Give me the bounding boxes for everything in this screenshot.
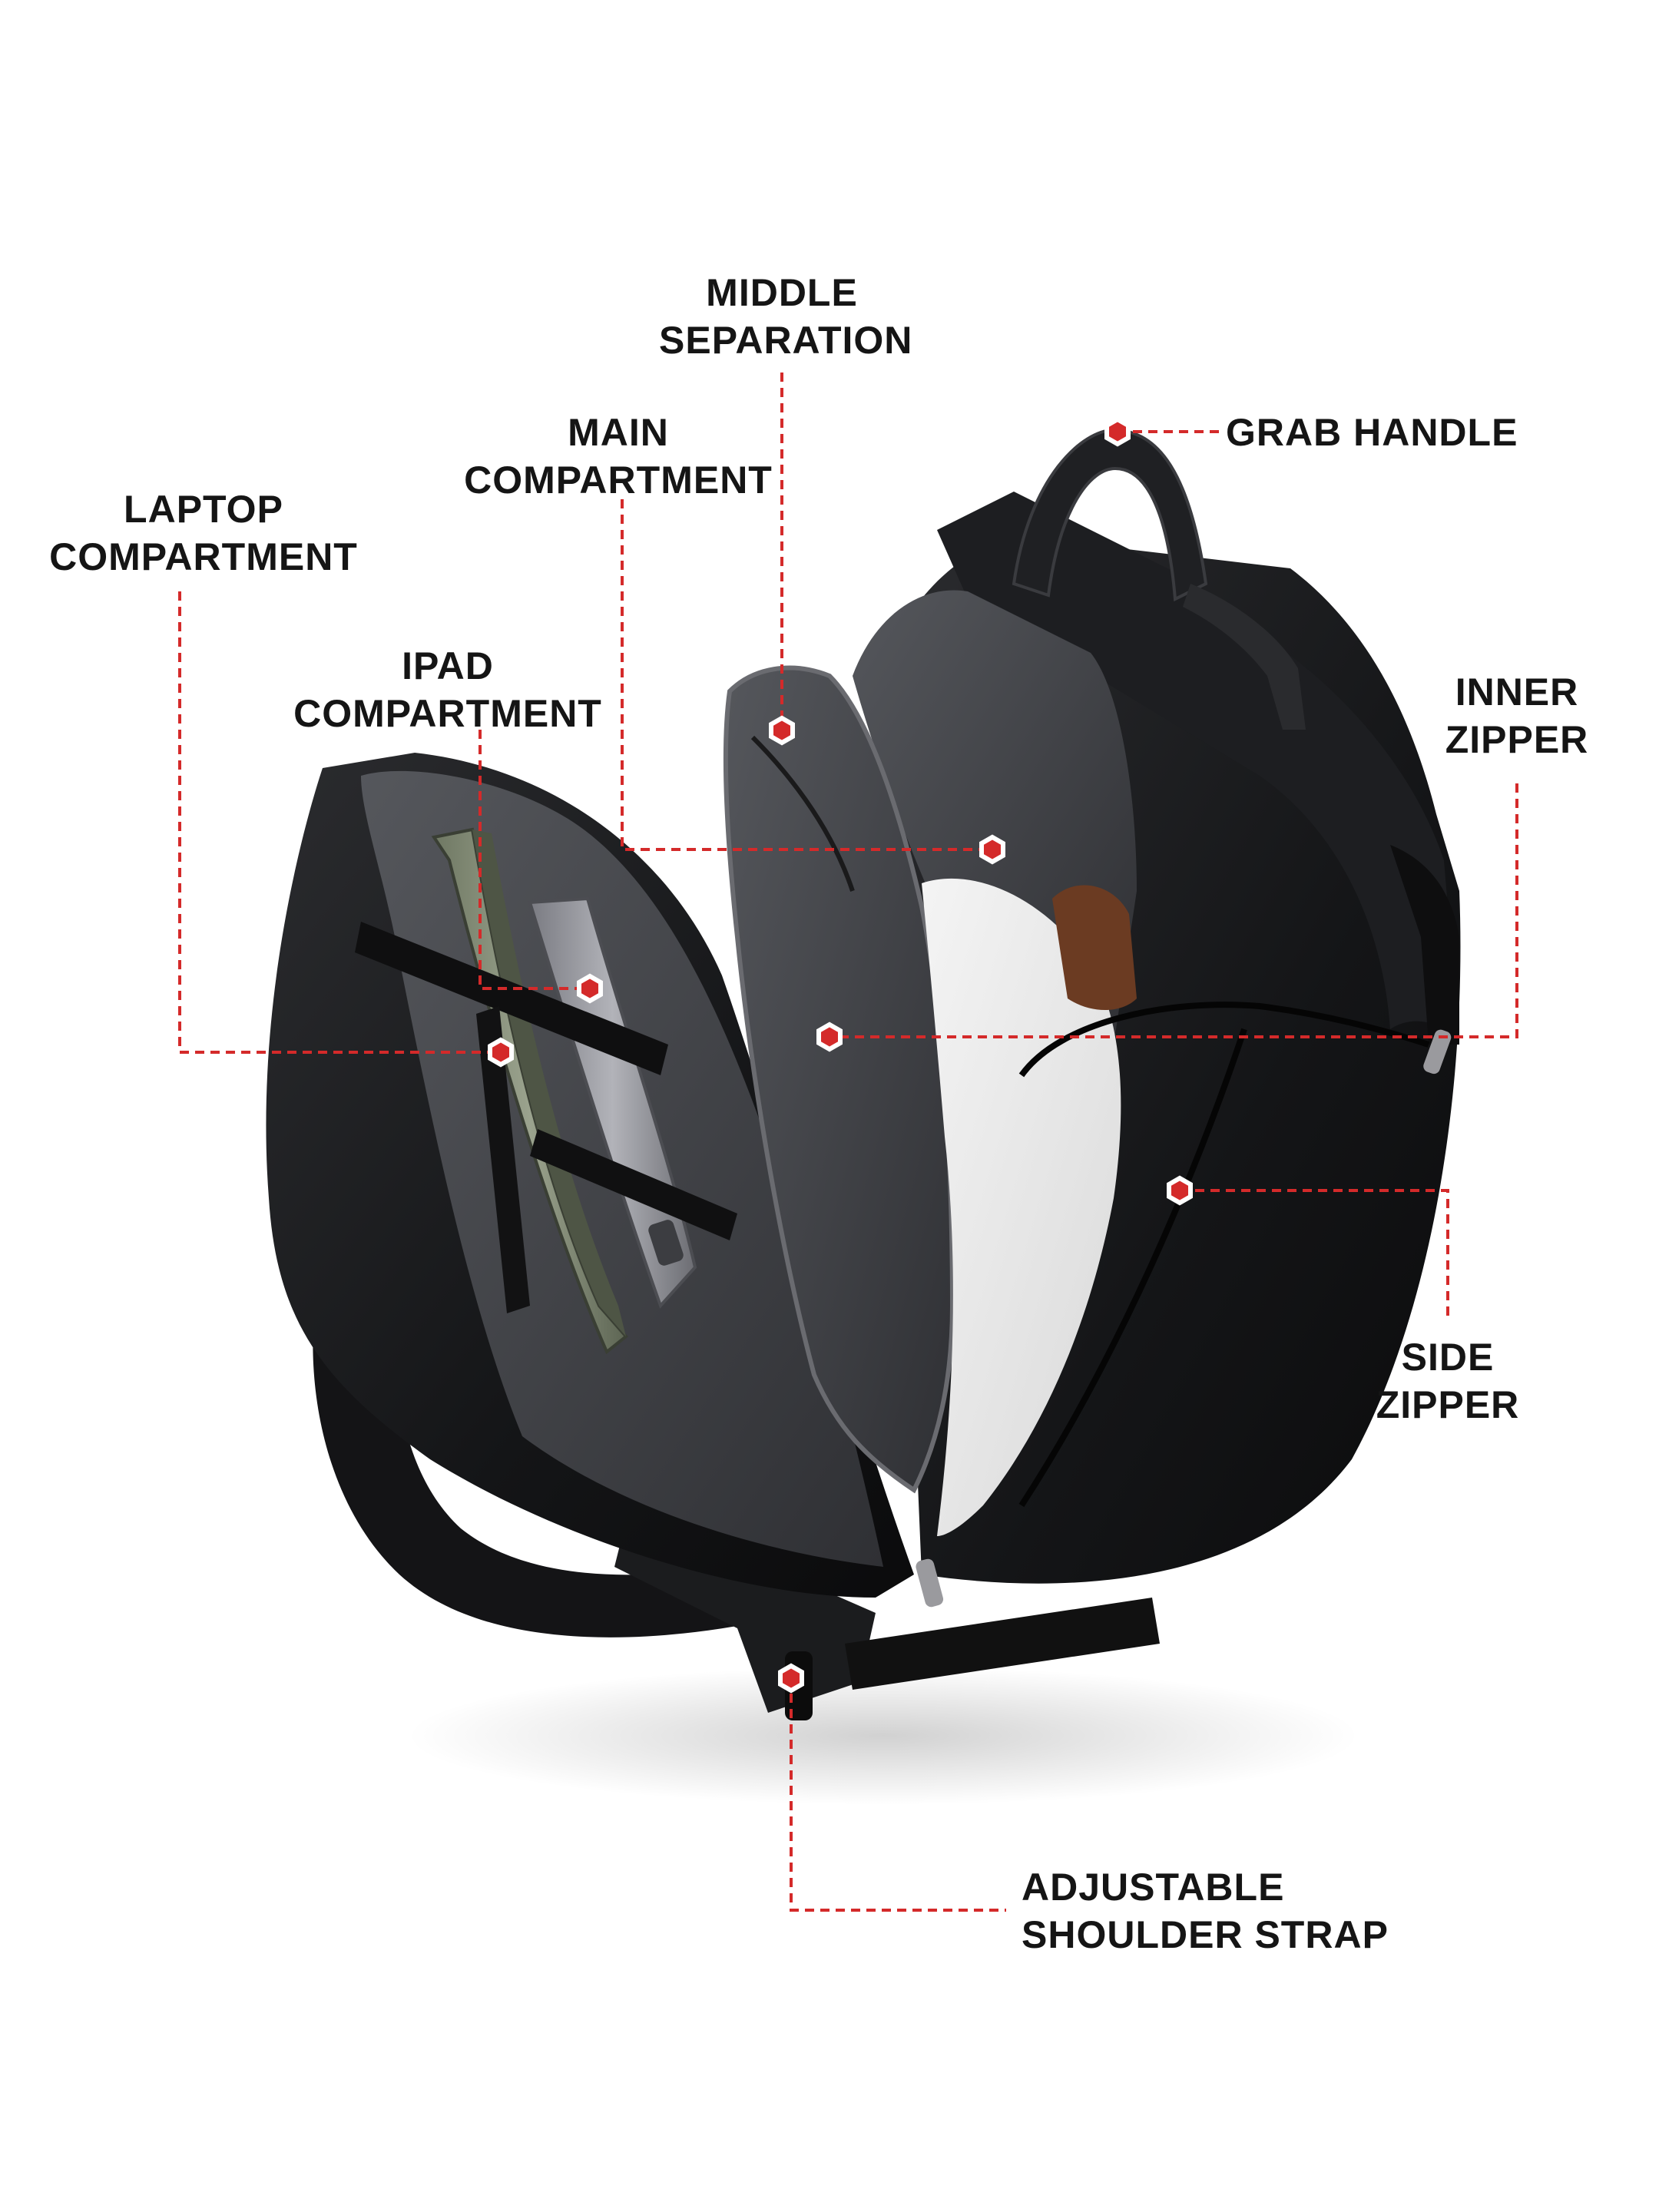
label-line: MIDDLE [706, 271, 858, 314]
leader-line-shoulder-strap [790, 1678, 1006, 1912]
label-line: LAPTOP [124, 488, 283, 531]
grab-handle [1012, 428, 1208, 602]
label-line: IPAD [402, 644, 494, 687]
label-line: ZIPPER [1445, 718, 1589, 761]
middle-separation-panel [723, 665, 955, 1494]
markers [488, 416, 1193, 1694]
ipad-camera [648, 1220, 684, 1266]
leader-line-main-compartment [621, 499, 992, 851]
laptop-side [472, 830, 626, 1336]
hexagon-marker-icon [816, 1022, 843, 1052]
zipper-pull-bottom [916, 1558, 944, 1608]
wallet [1052, 885, 1137, 1010]
label-line: SEPARATION [659, 319, 913, 362]
label-side-zipper: SIDE ZIPPER [1359, 1333, 1536, 1429]
ground-shadow [407, 1667, 1359, 1805]
label-line: ADJUSTABLE [1022, 1866, 1285, 1909]
label-grab-handle: GRAB HANDLE [1226, 409, 1518, 456]
leader-line-inner-zipper [830, 783, 1518, 1038]
backpack-illustration [266, 428, 1461, 1720]
label-adjustable-shoulder-strap: ADJUSTABLE SHOULDER STRAP [1022, 1863, 1389, 1959]
label-line: SIDE [1401, 1336, 1495, 1379]
hexagon-marker-icon [1104, 416, 1131, 447]
label-main-compartment: MAIN COMPARTMENT [461, 409, 776, 504]
hexagon-marker-icon [769, 715, 795, 746]
leader-lines [178, 373, 1518, 1912]
elastic-strap [355, 922, 668, 1075]
label-line: COMPARTMENT [293, 692, 602, 735]
hexagon-marker-icon [577, 973, 603, 1004]
bottom-strap [845, 1598, 1160, 1690]
label-line: COMPARTMENT [464, 459, 773, 502]
label-line: GRAB HANDLE [1226, 411, 1518, 454]
leader-line-laptop-compartment [178, 591, 501, 1054]
vertical-strap [476, 1006, 530, 1313]
elastic-strap-lower [530, 1129, 737, 1240]
hexagon-marker-icon [488, 1037, 514, 1068]
label-line: MAIN [568, 411, 669, 454]
hexagon-marker-icon [979, 834, 1005, 865]
middle-separation-zip [750, 735, 855, 892]
flap-edge [1390, 845, 1459, 1045]
label-line: SHOULDER STRAP [1022, 1913, 1389, 1956]
leader-line-side-zipper [1180, 1189, 1449, 1321]
side-zipper-vertical [1018, 1028, 1247, 1508]
shoulder-strap [313, 1137, 800, 1637]
label-line: ZIPPER [1376, 1383, 1520, 1426]
hexagon-marker-icon [1167, 1175, 1193, 1206]
label-ipad-compartment: IPAD COMPARTMENT [290, 642, 605, 737]
label-line: COMPARTMENT [49, 535, 358, 578]
label-inner-zipper: INNER ZIPPER [1429, 668, 1605, 763]
zipper-pull-side [1423, 1029, 1452, 1075]
label-middle-separation: MIDDLE SEPARATION [659, 269, 913, 364]
white-cloth [922, 878, 1121, 1536]
hexagon-marker-icon [778, 1663, 804, 1694]
label-laptop-compartment: LAPTOP COMPARTMENT [46, 485, 361, 581]
top-flap [937, 492, 1459, 1045]
label-line: INNER [1455, 671, 1579, 714]
rear-handle-strap [1183, 584, 1306, 730]
